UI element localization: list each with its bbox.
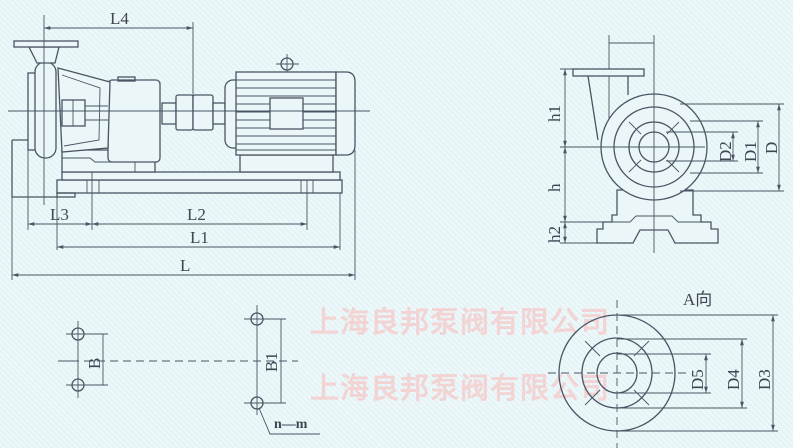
dim-L: L [180,256,190,275]
coupling [175,94,194,131]
dim-D4: D4 [724,369,743,390]
dim-L1: L1 [190,228,209,247]
end-view: h1 h h2 D2 D1 D [545,35,784,253]
dim-B: B [85,358,104,369]
volute [34,61,57,159]
bearing-housing [107,79,161,163]
dim-L4: L4 [110,9,129,28]
motor-fan-cover [335,71,356,156]
dim-h2: h2 [545,226,564,243]
discharge-flange [13,40,79,48]
dim-D5: D5 [688,369,707,390]
watermark-1: 上海良邦泵阀有限公司 [310,305,610,339]
dim-D2: D2 [716,141,735,162]
bolt-hole-layout: B B1 n—m [58,305,320,435]
baseplate-upper [61,171,341,181]
a-view-title: A向 [683,290,712,309]
bracket [57,67,111,153]
dim-h: h [545,183,564,192]
side-view: L4 L3 L2 L1 L [8,9,370,280]
dim-B1: B1 [262,352,281,372]
dim-D: D [762,142,781,154]
dim-h1: h1 [545,105,564,122]
dim-L2: L2 [187,205,206,224]
dim-L3: L3 [50,205,69,224]
dim-D1: D1 [741,141,760,162]
baseplate-lower [56,179,343,194]
terminal-box [269,97,304,130]
motor-feet [239,154,334,173]
hole-spec-note: n—m [274,417,308,432]
outlet-flange [572,68,645,77]
a-view: A向 D5 D4 D3 [548,290,778,448]
dim-D3: D3 [755,369,774,390]
